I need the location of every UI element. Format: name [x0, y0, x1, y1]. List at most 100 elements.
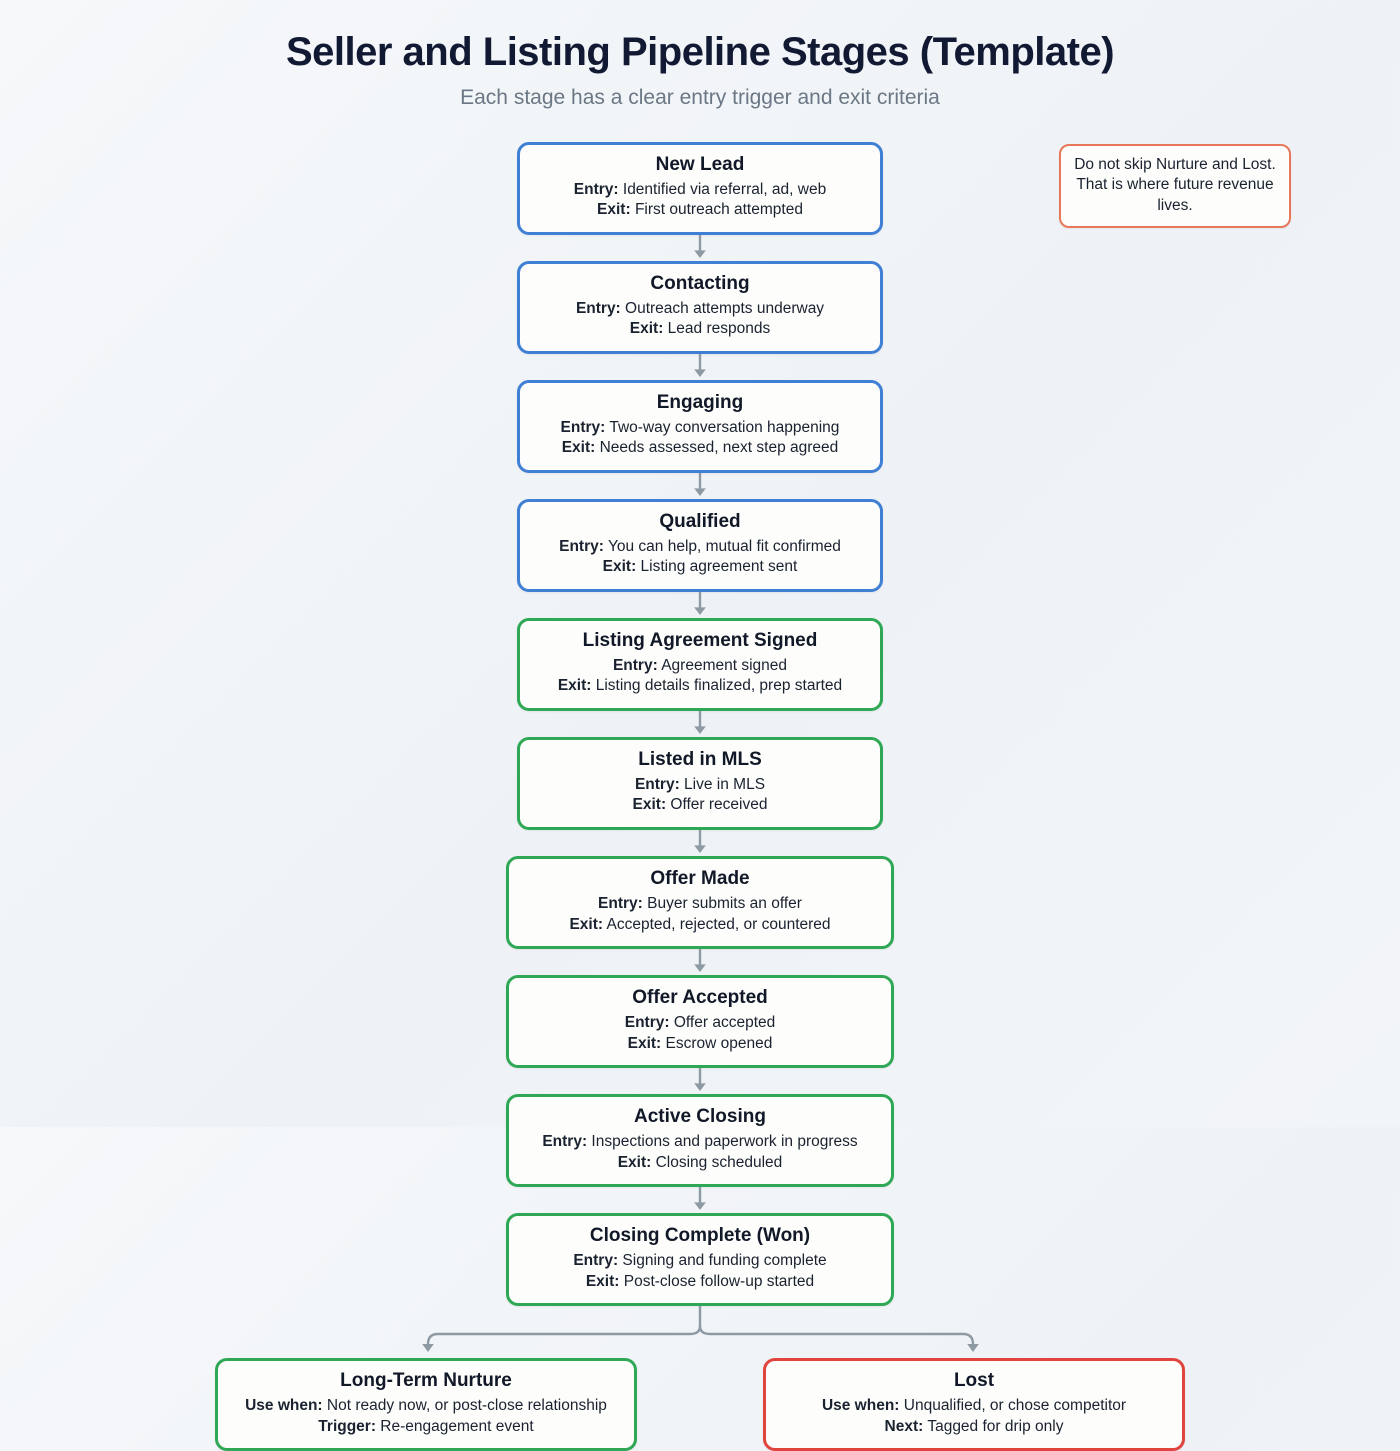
flow-connector-arrow [0, 235, 1400, 261]
node-detail-line: Exit: Closing scheduled [525, 1153, 875, 1174]
node-title: Lost [953, 1370, 995, 1392]
node-title: Closing Complete (Won) [589, 1225, 811, 1247]
node-detail-value: Post-close follow-up started [619, 1272, 815, 1290]
node-detail-label: Exit: [597, 201, 631, 219]
flow-connector-arrow [0, 473, 1400, 499]
node-title: Listed in MLS [638, 749, 762, 771]
node-detail-value: Unqualified, or chose competitor [899, 1396, 1127, 1414]
flow-connector-arrow [0, 830, 1400, 856]
node-detail-label: Entry: [575, 299, 621, 317]
node-detail-value: Inspections and paperwork in progress [587, 1132, 858, 1150]
node-detail-line: Entry: Two-way conversation happening [536, 418, 864, 439]
node-detail-label: Entry: [612, 656, 658, 674]
branch-connector [0, 1306, 1400, 1358]
node-title: Listing Agreement Signed [582, 630, 818, 652]
node-detail-label: Exit: [627, 1034, 662, 1052]
callout-text: Do not skip Nurture and Lost. That is wh… [1074, 156, 1276, 214]
flow-connector-arrow [0, 592, 1400, 618]
node-detail-value: Identified via referral, ad, web [618, 180, 827, 198]
node-title: Offer Accepted [632, 987, 768, 1009]
node-title: Engaging [656, 392, 744, 414]
node-detail-line: Entry: Inspections and paperwork in prog… [525, 1132, 875, 1153]
node-detail-line: Exit: Listing details finalized, prep st… [536, 676, 864, 697]
node-detail-line: Entry: Offer accepted [525, 1013, 875, 1034]
flow-connector-arrow [0, 1187, 1400, 1213]
node-detail-value: Re-engagement event [376, 1417, 534, 1435]
node-detail-value: You can help, mutual fit confirmed [603, 537, 841, 555]
node-detail-line: Entry: You can help, mutual fit confirme… [536, 537, 864, 558]
node-detail-value: Closing scheduled [651, 1153, 783, 1171]
node-detail-line: Entry: Buyer submits an offer [525, 894, 875, 915]
node-detail-value: Tagged for drip only [923, 1417, 1064, 1435]
node-detail-line: Entry: Signing and funding complete [525, 1251, 875, 1272]
node-detail-label: Entry: [624, 1013, 670, 1031]
node-title: Qualified [659, 511, 741, 533]
node-title: Offer Made [650, 868, 750, 890]
node-detail-value: Listing agreement sent [636, 558, 798, 576]
node-detail-label: Entry: [634, 775, 680, 793]
node-detail-line: Exit: Escrow opened [525, 1034, 875, 1055]
stage-node[interactable]: Closing Complete (Won) Entry: Signing and… [506, 1213, 894, 1307]
flow-connector-arrow [0, 711, 1400, 737]
node-detail-line: Exit: First outreach attempted [536, 200, 864, 221]
arrow-down-icon [694, 235, 706, 259]
node-detail-value: Live in MLS [679, 775, 766, 793]
page-header: Seller and Listing Pipeline Stages (Temp… [0, 0, 1400, 110]
node-detail-line: Entry: Agreement signed [536, 656, 864, 677]
node-detail-line: Entry: Identified via referral, ad, web [536, 180, 864, 201]
node-title: Active Closing [634, 1106, 766, 1128]
node-detail-line: Exit: Needs assessed, next step agreed [536, 438, 864, 459]
node-detail-value: Accepted, rejected, or countered [603, 915, 831, 933]
node-detail-label: Exit: [629, 320, 664, 338]
node-detail-label: Entry: [560, 418, 606, 436]
stage-row: Closing Complete (Won) Entry: Signing and… [0, 1213, 1400, 1307]
node-detail-label: Entry: [598, 894, 643, 912]
node-detail-value: First outreach attempted [630, 201, 803, 219]
branch-split-icon [422, 1306, 979, 1353]
arrow-down-icon [694, 830, 706, 854]
flow-connector-arrow [0, 1068, 1400, 1094]
arrow-down-icon [694, 592, 706, 616]
node-detail-label: Exit: [585, 1272, 620, 1290]
flow-connector-arrow [0, 949, 1400, 975]
node-detail-value: Not ready now, or post-close relationshi… [322, 1396, 607, 1414]
node-detail-line: Next: Tagged for drip only [782, 1417, 1166, 1438]
node-detail-value: Listing details finalized, prep started [591, 677, 843, 695]
node-detail-label: Use when: [245, 1396, 323, 1414]
arrow-down-icon [694, 354, 706, 378]
node-detail-label: Exit: [569, 915, 604, 933]
node-detail-value: Buyer submits an offer [642, 894, 802, 912]
node-detail-line: Entry: Outreach attempts underway [536, 299, 864, 320]
page-title: Seller and Listing Pipeline Stages (Temp… [285, 30, 1115, 74]
page-subtitle: Each stage has a clear entry trigger and… [460, 86, 940, 109]
node-detail-line: Trigger: Re-engagement event [234, 1417, 618, 1438]
node-detail-label: Exit: [617, 1153, 652, 1171]
node-title: New Lead [655, 154, 745, 175]
node-detail-label: Exit: [557, 677, 592, 695]
arrow-down-icon [694, 1068, 706, 1092]
node-detail-label: Exit: [602, 558, 637, 576]
node-detail-line: Exit: Listing agreement sent [536, 557, 864, 578]
node-detail-line: Use when: Not ready now, or post-close r… [234, 1396, 618, 1417]
flow-connector-arrow [0, 354, 1400, 380]
node-detail-line: Exit: Post-close follow-up started [525, 1272, 875, 1293]
node-title: Contacting [650, 273, 750, 295]
